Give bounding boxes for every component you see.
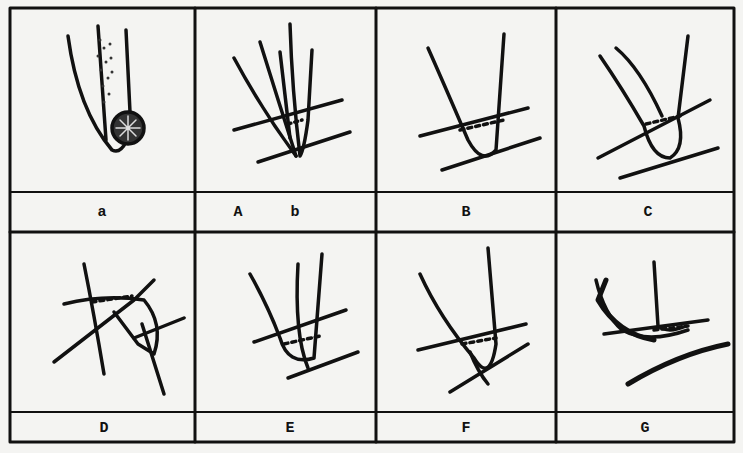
- panel-letter: b: [288, 204, 301, 221]
- sketch-a: [68, 26, 144, 151]
- sketch-B: [420, 34, 540, 170]
- sketch-D: [54, 264, 184, 394]
- panel-letter: E: [283, 420, 296, 437]
- sketch-E: [250, 254, 358, 378]
- grid-frame: [10, 8, 734, 442]
- panel-letter: a: [95, 204, 108, 221]
- sketch-b: [234, 24, 350, 162]
- panel-letter: F: [459, 420, 472, 437]
- sketch-G: [596, 262, 728, 384]
- panel-letter: G: [638, 420, 651, 437]
- sketch-F: [418, 248, 528, 392]
- panel-letter: C: [641, 204, 654, 221]
- panel-letter: A: [231, 204, 244, 221]
- panel-letter: B: [459, 204, 472, 221]
- sketch-C: [598, 36, 718, 178]
- panel-letter: D: [97, 420, 110, 437]
